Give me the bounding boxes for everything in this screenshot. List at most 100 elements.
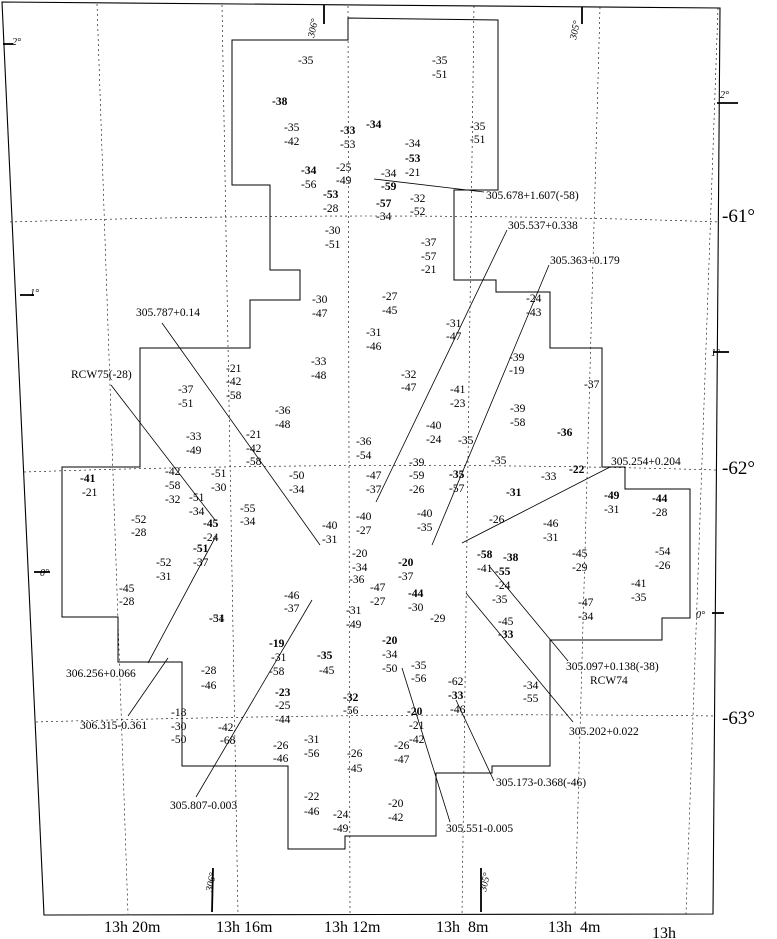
dec-grid-line xyxy=(35,714,715,723)
velocity-label: -24 xyxy=(495,580,511,592)
velocity-label: -47 xyxy=(312,308,328,320)
velocity-label: -27 xyxy=(370,596,386,608)
source-label: 305.551-0.005 xyxy=(446,823,513,835)
pointer-305.173-0.368 xyxy=(455,699,495,782)
velocity-label: -36 xyxy=(275,405,291,417)
velocity-label: -45 xyxy=(382,305,398,317)
velocity-label: -35 xyxy=(298,55,314,67)
velocity-label: -47 xyxy=(578,597,594,609)
velocity-label: -18 xyxy=(171,707,187,719)
pointer-305.097+0.138 xyxy=(489,566,569,662)
velocity-label: -52 xyxy=(131,514,147,526)
velocity-label: -59 xyxy=(381,181,397,193)
velocity-label: -41 xyxy=(631,578,647,590)
pointer-305.551-0.005 xyxy=(401,667,451,823)
ra-label-13h8m: 13h 8m xyxy=(436,919,489,936)
velocity-label: -46 xyxy=(543,518,559,530)
velocity-label: -55 xyxy=(495,566,511,578)
velocity-label: -31 xyxy=(322,534,338,546)
ra-grid-line xyxy=(96,3,129,915)
velocity-label: -47 xyxy=(366,470,382,482)
velocity-label: -40 xyxy=(426,420,442,432)
velocity-label: -26 xyxy=(489,514,505,526)
velocity-label: -24 xyxy=(203,532,219,544)
pointer-305.678+1.607 xyxy=(373,178,485,193)
velocity-label: -54 xyxy=(356,450,372,462)
ra-grid-line xyxy=(221,4,239,915)
source-label: 305.807-0.003 xyxy=(170,800,237,812)
velocity-label: -58 xyxy=(269,666,285,678)
velocity-label: -24 xyxy=(526,293,542,305)
velocity-label: -37 xyxy=(193,557,209,569)
velocity-label: -45 xyxy=(347,763,363,775)
velocity-label: -36 xyxy=(356,436,372,448)
velocity-label: -29 xyxy=(572,562,588,574)
ra-grid-line xyxy=(347,5,351,915)
gal-lon-label-305-top: 305° xyxy=(568,20,583,42)
velocity-label: -25 xyxy=(336,162,352,174)
ra-axis-labels: 13h 20m 13h 16m 13h 12m 13h 8m 13h 4m 13… xyxy=(104,919,676,939)
velocity-label: -39 xyxy=(509,352,525,364)
map-frame xyxy=(1,1,721,916)
ra-label-13h20m: 13h 20m xyxy=(104,919,161,936)
dec-grid-line xyxy=(23,465,717,473)
velocity-label: -42 xyxy=(246,443,262,455)
velocity-label: -38 xyxy=(272,96,288,108)
velocity-label: -50 xyxy=(171,734,187,746)
velocity-label: -28 xyxy=(323,203,339,215)
velocity-label: -26 xyxy=(347,748,363,760)
velocity-label: -41 xyxy=(477,563,493,575)
velocity-label: -24 xyxy=(333,809,349,821)
velocity-label: -30 xyxy=(211,482,227,494)
velocity-label: -45 xyxy=(498,616,514,628)
velocity-label: -23 xyxy=(450,398,466,410)
velocity-label: -30 xyxy=(325,225,341,237)
velocity-label: -46 xyxy=(284,590,300,602)
velocity-label: -31 xyxy=(543,532,559,544)
velocity-label: -34 xyxy=(209,613,225,625)
velocity-labels: -35-35-51-38-35-42-33-53-34-34-53-21-35-… xyxy=(80,55,671,835)
velocity-label: -31 xyxy=(304,734,320,746)
velocity-label: -45 xyxy=(119,583,135,595)
gal-lat-label-2-right: 2° xyxy=(720,90,729,101)
velocity-label: -57 xyxy=(421,251,437,263)
velocity-label: -19 xyxy=(269,638,285,650)
velocity-label: -35 xyxy=(449,469,465,481)
velocity-label: -33 xyxy=(340,125,356,137)
velocity-label: -48 xyxy=(311,370,327,382)
survey-boundary xyxy=(61,17,691,850)
galactic-ticks xyxy=(3,5,738,913)
velocity-label: -21 xyxy=(405,167,421,179)
velocity-label: -35 xyxy=(470,121,486,133)
velocity-label: -20 xyxy=(407,706,423,718)
velocity-label: -20 xyxy=(388,798,404,810)
velocity-label: -45 xyxy=(203,518,219,530)
gal-lat-label-0-right: 0° xyxy=(696,610,705,621)
velocity-label: -42 xyxy=(226,376,242,388)
dec-label-61: -61° xyxy=(722,206,755,227)
gal-lon-label-306-bottom: 306° xyxy=(204,872,219,894)
velocity-label: -47 xyxy=(446,331,462,343)
pointer-305.202+0.022 xyxy=(465,592,574,723)
velocity-label: -37 xyxy=(584,379,600,391)
velocity-label: -21 xyxy=(246,429,262,441)
source-labels: 305.678+1.607(-58) 305.537+0.338 305.363… xyxy=(66,190,681,835)
velocity-label: -58 xyxy=(165,480,181,492)
velocity-label: -30 xyxy=(312,294,328,306)
velocity-label: -21 xyxy=(226,363,242,375)
velocity-label: -21 xyxy=(409,720,425,732)
galactic-labels: 2° 1° 0° 2° 1° 0° 306° 305° 306° 305° xyxy=(12,18,729,894)
velocity-label: -46 xyxy=(273,753,289,765)
velocity-label: -20 xyxy=(398,557,414,569)
velocity-label: -34 xyxy=(523,680,539,692)
source-label: 306.315-0.361 xyxy=(80,720,147,732)
velocity-label: -26 xyxy=(394,740,410,752)
velocity-label: -33 xyxy=(498,629,514,641)
velocity-label: -50 xyxy=(382,663,398,675)
velocity-label: -45 xyxy=(572,548,588,560)
velocity-label: -55 xyxy=(240,503,256,515)
dec-label-62: -62° xyxy=(722,458,755,479)
velocity-label: -28 xyxy=(652,507,668,519)
velocity-label: -46 xyxy=(450,704,466,716)
ra-grid-line xyxy=(574,6,601,915)
